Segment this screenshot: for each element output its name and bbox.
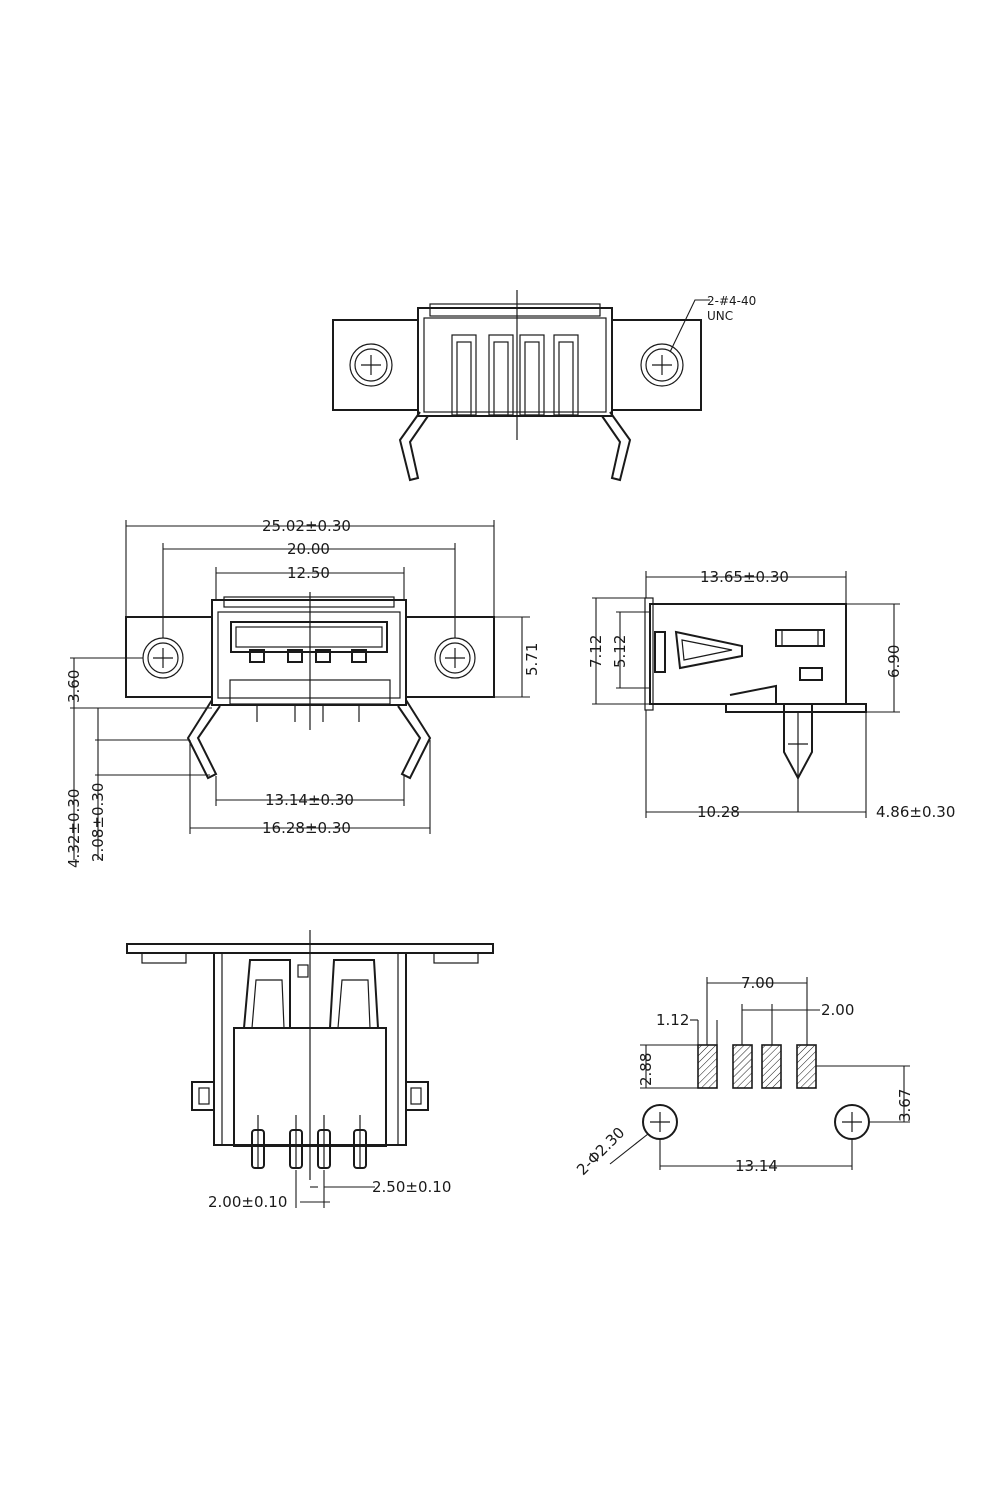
fp-pad-height: 2.88 bbox=[637, 1053, 655, 1086]
dim-pin-pitch: 2.00±0.10 bbox=[208, 1193, 287, 1211]
dim-side-height-total: 7.12 bbox=[587, 635, 605, 668]
dim-side-depth: 13.65±0.30 bbox=[700, 568, 789, 586]
fp-hole-offset: 3.67 bbox=[896, 1089, 914, 1122]
dim-opening-width: 12.50 bbox=[287, 564, 330, 582]
screw-hole-right bbox=[640, 343, 684, 387]
footprint-hole-right bbox=[834, 1104, 870, 1140]
top-view: 2-#4-40 UNC bbox=[332, 290, 756, 482]
bottom-view: 2.00±0.10 2.50±0.10 bbox=[126, 930, 494, 1211]
dim-overall-width: 25.02±0.30 bbox=[262, 517, 351, 535]
screw-hole-left bbox=[349, 343, 393, 387]
front-screw-hole-right bbox=[434, 637, 476, 679]
dim-hole-spacing: 20.00 bbox=[287, 540, 330, 558]
fp-outer-pad-spacing: 7.00 bbox=[741, 974, 774, 992]
side-view: 13.65±0.30 7.12 5.12 6.90 10.28 4.86±0.3… bbox=[587, 568, 955, 821]
fp-hole-spacing: 13.14 bbox=[735, 1157, 778, 1175]
front-view-contacts bbox=[249, 649, 367, 663]
dim-side-bottom-length: 10.28 bbox=[697, 803, 740, 821]
dim-leg-inner-width: 13.14±0.30 bbox=[265, 791, 354, 809]
fp-inner-pad-spacing: 2.00 bbox=[821, 1001, 854, 1019]
footprint-pads bbox=[697, 1044, 817, 1089]
screw-note-line2: UNC bbox=[707, 309, 733, 323]
front-screw-hole-left bbox=[142, 637, 184, 679]
bottom-view-pins bbox=[251, 1115, 367, 1169]
dim-flange-height: 5.71 bbox=[523, 643, 541, 676]
pcb-footprint: 7.00 2.00 1.12 2.88 3.67 2-Φ2.30 13.14 bbox=[573, 974, 914, 1179]
dim-side-height-shell: 5.12 bbox=[611, 635, 629, 668]
footprint-hole-left bbox=[642, 1104, 678, 1140]
dim-leg-height-b: 2.08±0.30 bbox=[89, 783, 107, 862]
screw-note-line1: 2-#4-40 bbox=[707, 294, 756, 308]
dim-leg-height-a: 4.32±0.30 bbox=[65, 789, 83, 868]
dim-side-bottom-overhang: 4.86±0.30 bbox=[876, 803, 955, 821]
fp-pad-width: 1.12 bbox=[656, 1011, 689, 1029]
dim-hole-height: 3.60 bbox=[65, 670, 83, 703]
dim-side-height-right: 6.90 bbox=[885, 645, 903, 678]
top-view-contacts bbox=[451, 334, 579, 416]
dim-pin-offset: 2.50±0.10 bbox=[372, 1178, 451, 1196]
dim-leg-outer-width: 16.28±0.30 bbox=[262, 819, 351, 837]
front-view: 25.02±0.30 20.00 12.50 5.71 3.60 4.32±0.… bbox=[65, 517, 541, 868]
fp-hole-diameter: 2-Φ2.30 bbox=[573, 1124, 628, 1179]
